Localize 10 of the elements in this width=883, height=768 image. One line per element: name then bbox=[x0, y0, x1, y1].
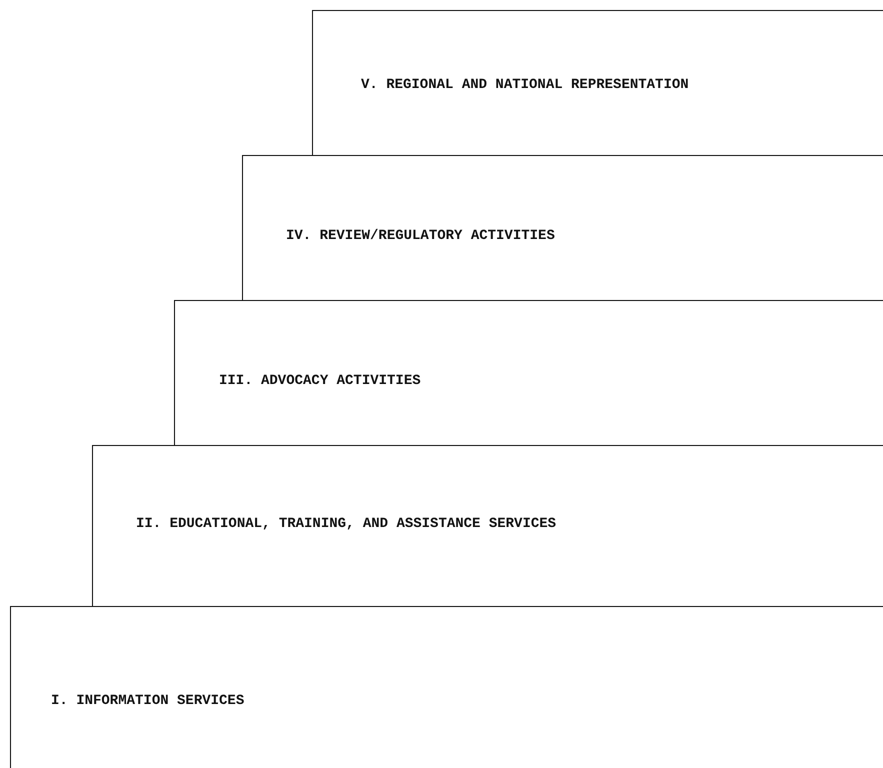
stair-step-box bbox=[92, 445, 883, 607]
step-label: V. REGIONAL AND NATIONAL REPRESENTATION bbox=[361, 77, 689, 93]
stair-step-box bbox=[242, 155, 883, 301]
stair-step-box bbox=[312, 10, 883, 156]
step-label: IV. REVIEW/REGULATORY ACTIVITIES bbox=[286, 228, 555, 244]
step-label: II. EDUCATIONAL, TRAINING, AND ASSISTANCE SERVICES bbox=[136, 516, 556, 532]
step-label: III. ADVOCACY ACTIVITIES bbox=[219, 373, 421, 389]
step-label: I. INFORMATION SERVICES bbox=[51, 693, 244, 709]
stair-step-box bbox=[10, 606, 883, 768]
stair-step-box bbox=[174, 300, 883, 446]
